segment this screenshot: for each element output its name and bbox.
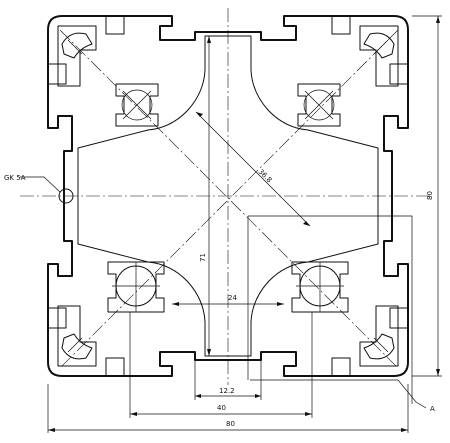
dim-diag-36-8: 36.8 bbox=[257, 168, 274, 185]
core-bore-bl bbox=[107, 261, 165, 313]
dim-width-24: 24 bbox=[228, 294, 237, 302]
corner-channel-br bbox=[359, 305, 399, 367]
dim-width-80: 80 bbox=[226, 420, 235, 428]
dimensions: 80 80 40 12.2 24 71 36.8 bbox=[47, 15, 442, 433]
side-hole: GK 5A bbox=[4, 174, 74, 204]
inner-cavity bbox=[77, 35, 379, 357]
core-cavity-tr bbox=[297, 83, 341, 127]
profile-outline bbox=[47, 15, 409, 377]
dim-height-80: 80 bbox=[426, 191, 434, 200]
corner-channel-tr bbox=[359, 25, 399, 87]
corner-channel-bl bbox=[57, 305, 97, 367]
center-lines bbox=[20, 8, 432, 385]
dim-slot-12-2: 12.2 bbox=[219, 387, 235, 395]
section-a: A bbox=[247, 215, 435, 413]
dim-core-40: 40 bbox=[217, 404, 226, 412]
corner-channel-tl bbox=[57, 25, 97, 87]
core-bore-br bbox=[291, 261, 349, 313]
core-cavity-tl bbox=[115, 83, 159, 127]
side-hole-label: GK 5A bbox=[4, 174, 26, 182]
dim-height-71: 71 bbox=[199, 253, 207, 262]
t-slots bbox=[48, 16, 408, 376]
section-a-label: A bbox=[430, 405, 435, 413]
